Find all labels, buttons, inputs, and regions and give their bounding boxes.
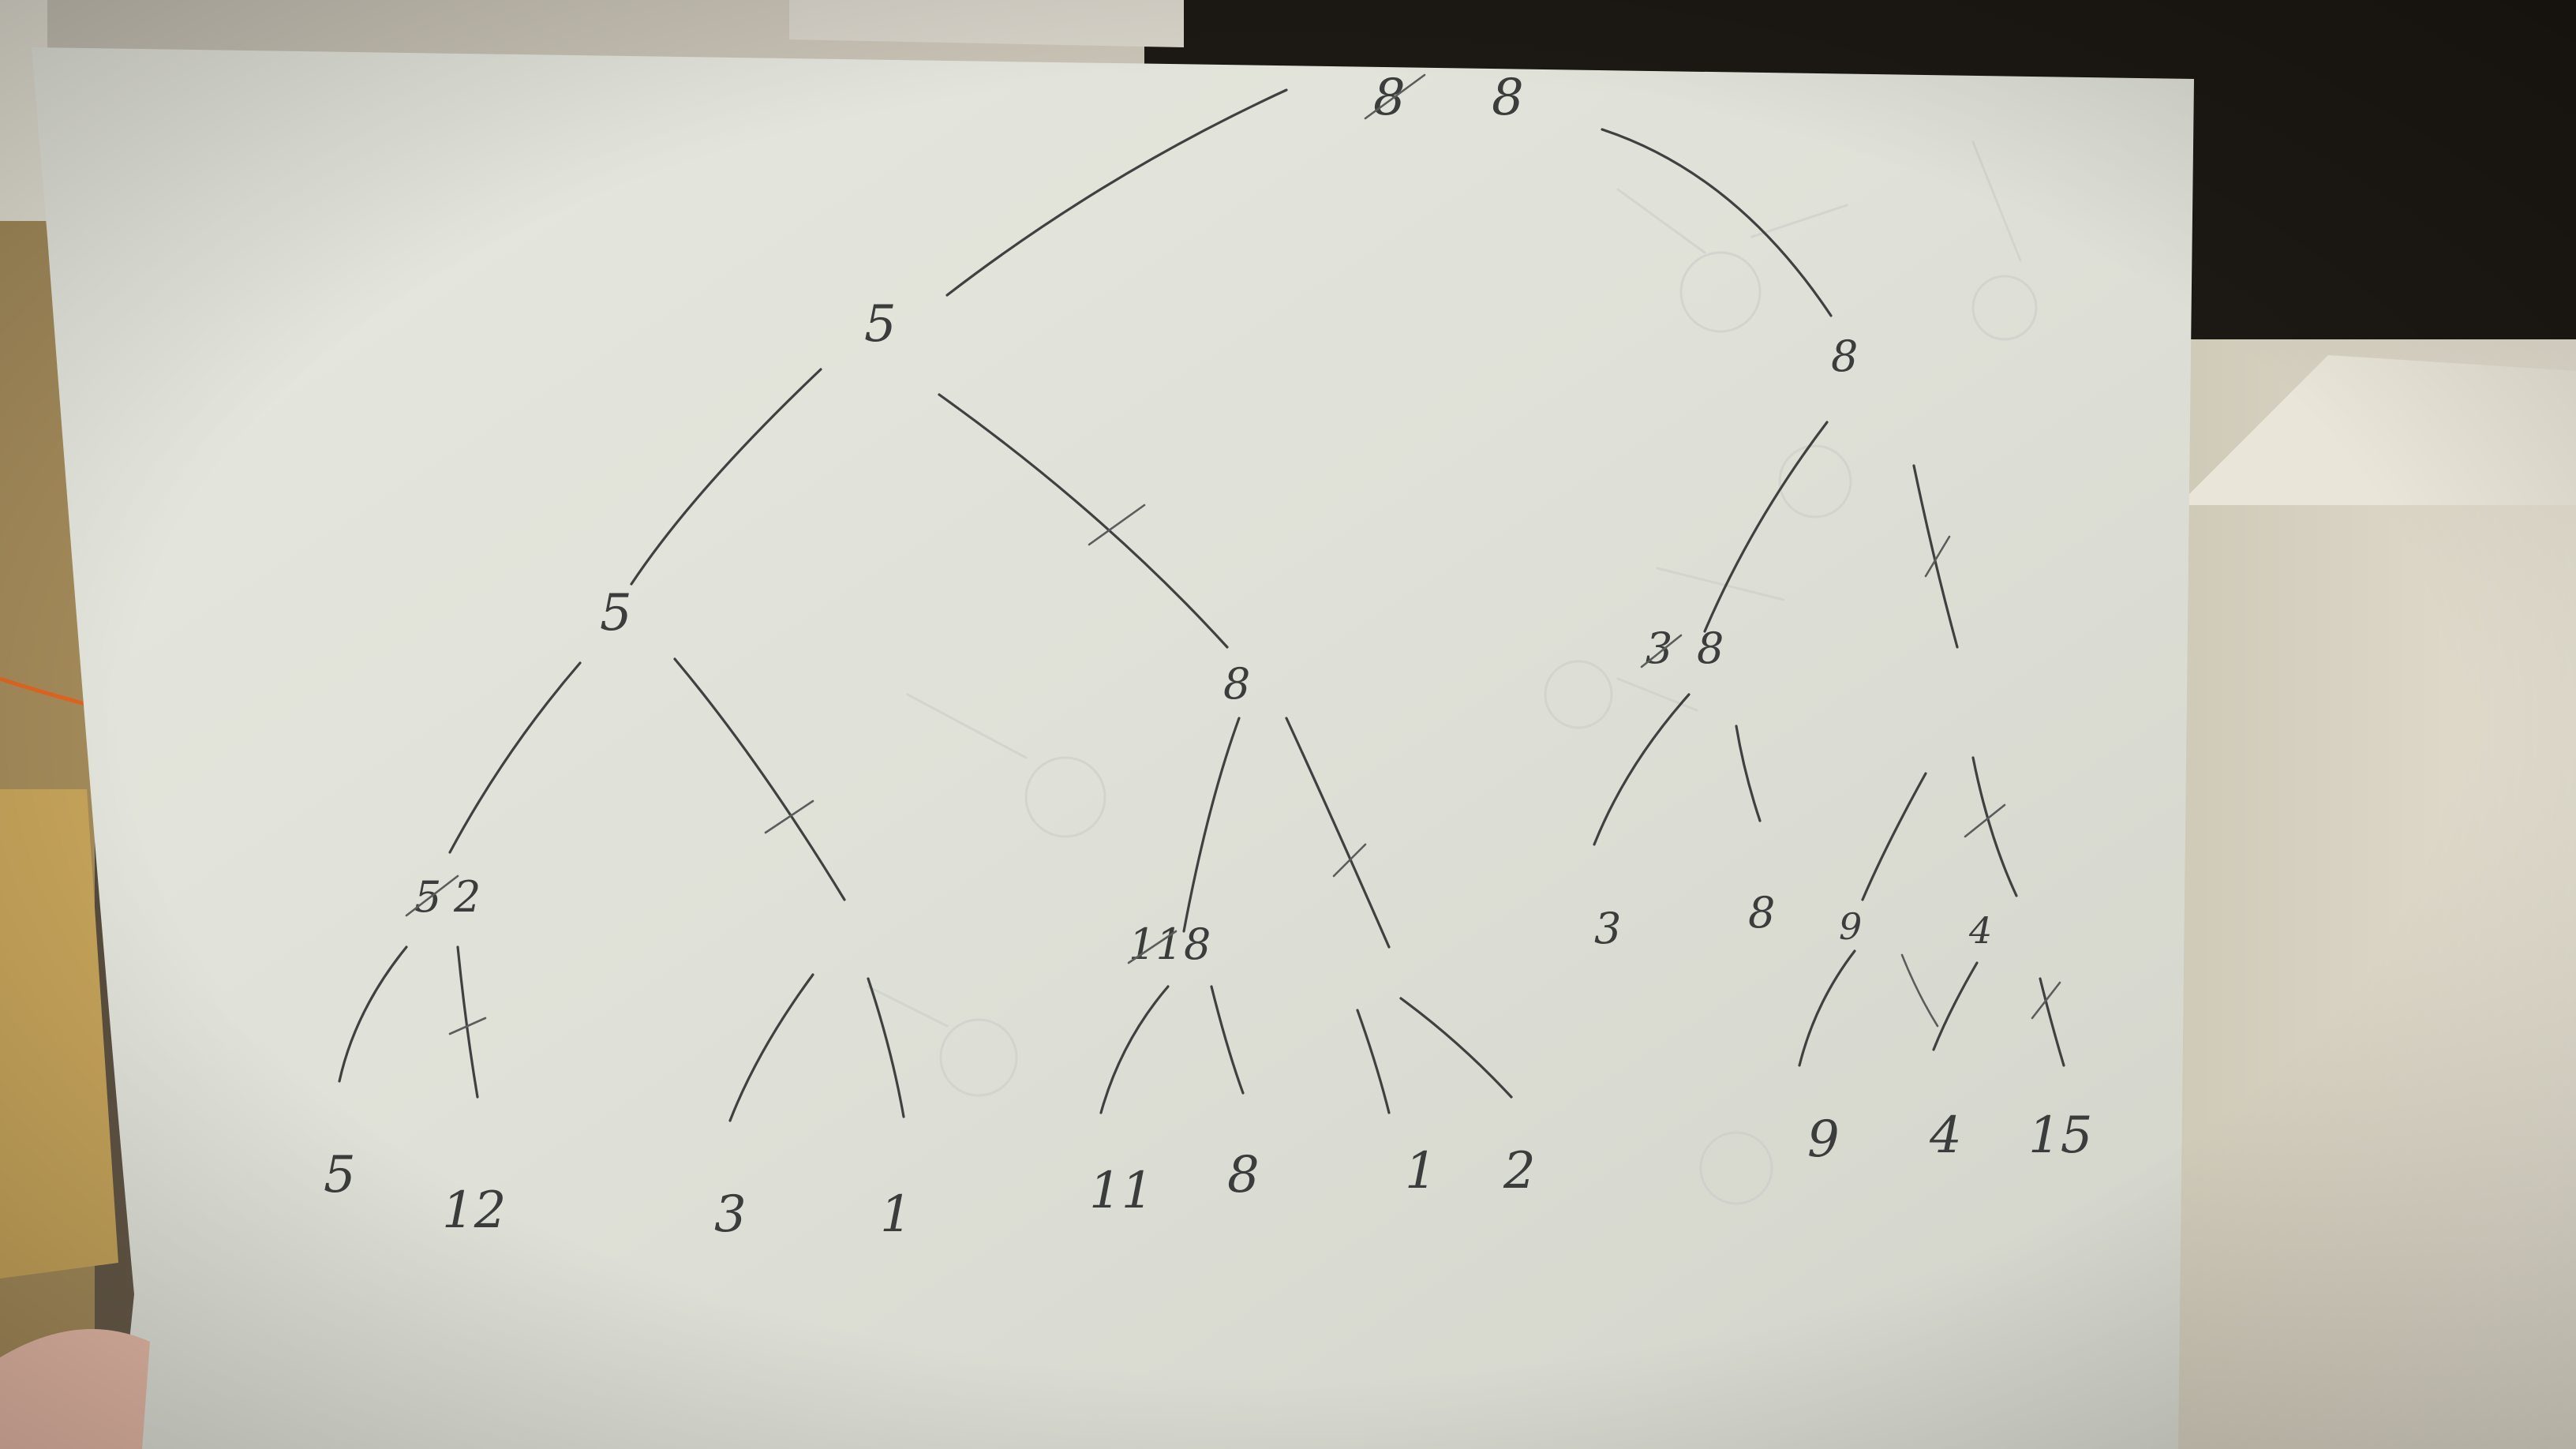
photo-vignette [0,0,2576,1449]
photo-svg: 8 8 5 8 5 8 3 8 5 2 11 8 9 4 3 8 [0,0,2576,1449]
photo-scene: 8 8 5 8 5 8 3 8 5 2 11 8 9 4 3 8 [0,0,2576,1449]
